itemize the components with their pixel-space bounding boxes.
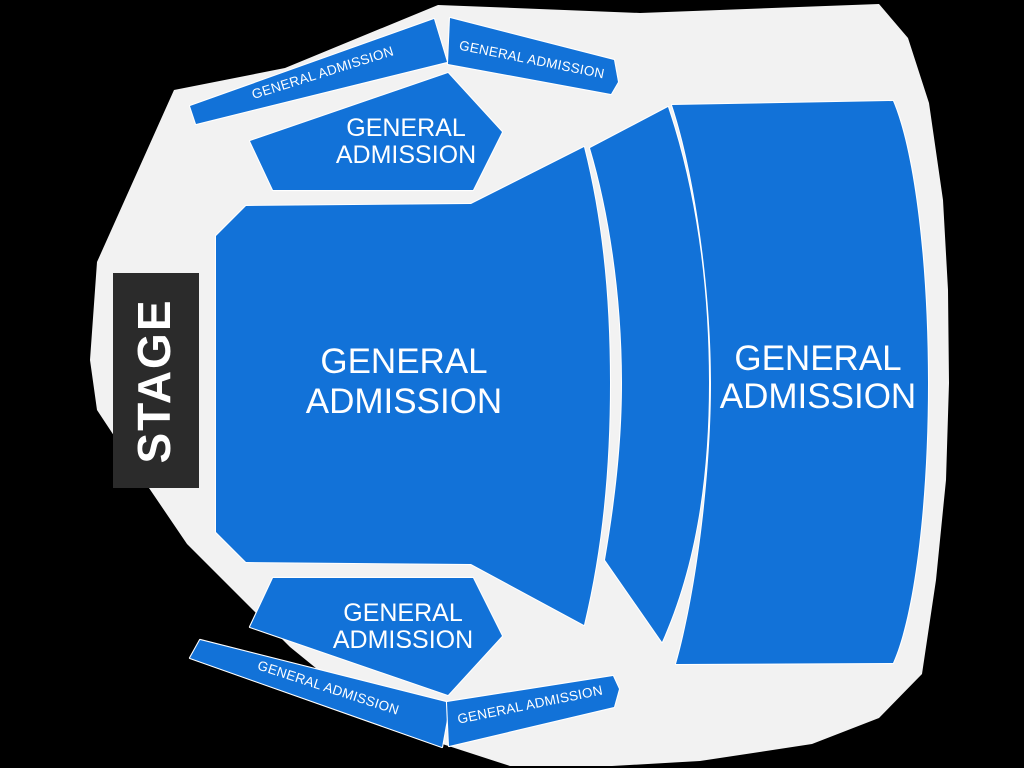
section-ga-lower-balcony[interactable] — [248, 576, 504, 697]
section-ga-main-floor[interactable] — [214, 145, 612, 627]
section-ga-upper-balcony[interactable] — [248, 71, 504, 192]
section-ga-top-right-strip[interactable] — [446, 16, 620, 96]
section-ga-bottom-right-strip[interactable] — [445, 674, 621, 748]
section-ga-floor-side-sliver[interactable] — [588, 105, 711, 644]
stage-rect — [113, 273, 199, 488]
section-ga-right-bowl[interactable] — [670, 99, 930, 666]
section-ga-bottom-left-strip[interactable] — [188, 638, 452, 749]
